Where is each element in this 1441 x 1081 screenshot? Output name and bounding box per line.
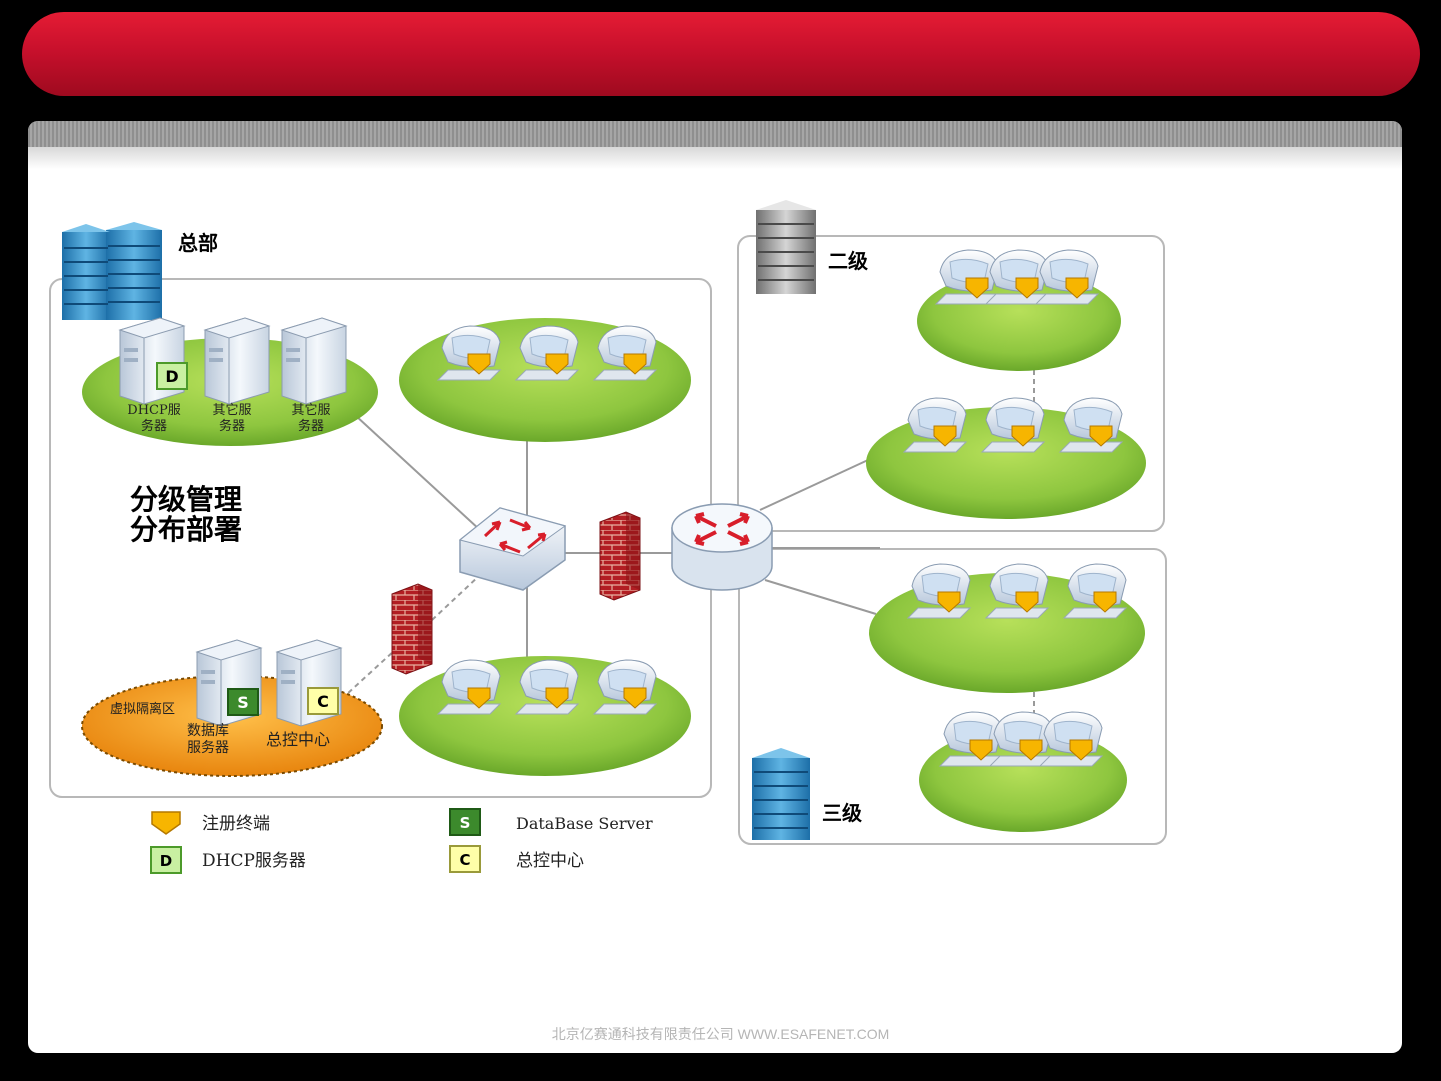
terminal-group-level2-top xyxy=(936,250,1098,304)
other-server-icon-1 xyxy=(205,318,269,404)
router-icon xyxy=(672,504,772,590)
terminal-group-hq-top xyxy=(438,326,656,380)
level3-title: 三级 xyxy=(822,801,862,825)
server-label-2-line1: 其它服 xyxy=(212,402,251,418)
control-badge-letter: C xyxy=(317,692,329,711)
dhcp-badge-icon: D xyxy=(157,363,187,389)
dhcp-server-icon xyxy=(120,318,184,404)
legend-database-letter: S xyxy=(460,814,471,832)
control-center-label: 总控中心 xyxy=(266,730,330,749)
server-label-2-line2: 务器 xyxy=(219,418,245,434)
hq-building-icon xyxy=(62,222,162,320)
slogan-line-2: 分布部署 xyxy=(130,513,242,546)
legend-dhcp-letter: D xyxy=(160,852,172,870)
terminal-group-level2-bottom xyxy=(904,398,1122,452)
terminal-group-level3-bottom xyxy=(940,712,1102,766)
dhcp-badge-letter: D xyxy=(165,367,178,386)
legend-dhcp-label: DHCP服务器 xyxy=(202,851,306,871)
firewall-icon-2 xyxy=(392,584,432,674)
terminal-group-level3-top xyxy=(908,564,1126,618)
server-label-1-line2: 务器 xyxy=(141,418,167,434)
footer-company: 北京亿赛通科技有限责任公司 WWW.ESAFENET.COM xyxy=(0,1024,1441,1044)
database-badge-icon: S xyxy=(228,689,258,715)
control-badge-icon: C xyxy=(308,688,338,714)
legend-terminal-label: 注册终端 xyxy=(202,814,270,834)
firewall-icon-1 xyxy=(600,512,640,600)
level2-title: 二级 xyxy=(828,249,868,273)
server-label-3-line1: 其它服 xyxy=(291,402,330,418)
other-server-icon-2 xyxy=(282,318,346,404)
dmz-zone-label: 虚拟隔离区 xyxy=(110,701,175,717)
legend-control-label: 总控中心 xyxy=(516,851,584,871)
slogan-line-1: 分级管理 xyxy=(130,483,242,516)
server-label-1-line1: DHCP服 xyxy=(127,403,180,418)
level3-building-icon xyxy=(752,748,810,840)
db-server-label-line1: 数据库 xyxy=(187,723,229,739)
legend-database-label: DataBase Server xyxy=(516,814,653,833)
db-server-label-line2: 服务器 xyxy=(187,740,229,756)
level2-building-icon xyxy=(756,200,816,294)
legend-control-letter: C xyxy=(459,851,470,869)
server-label-3-line2: 务器 xyxy=(298,418,324,434)
terminal-group-hq-bottom xyxy=(438,660,656,714)
hq-title: 总部 xyxy=(178,231,218,255)
database-badge-letter: S xyxy=(237,693,249,712)
